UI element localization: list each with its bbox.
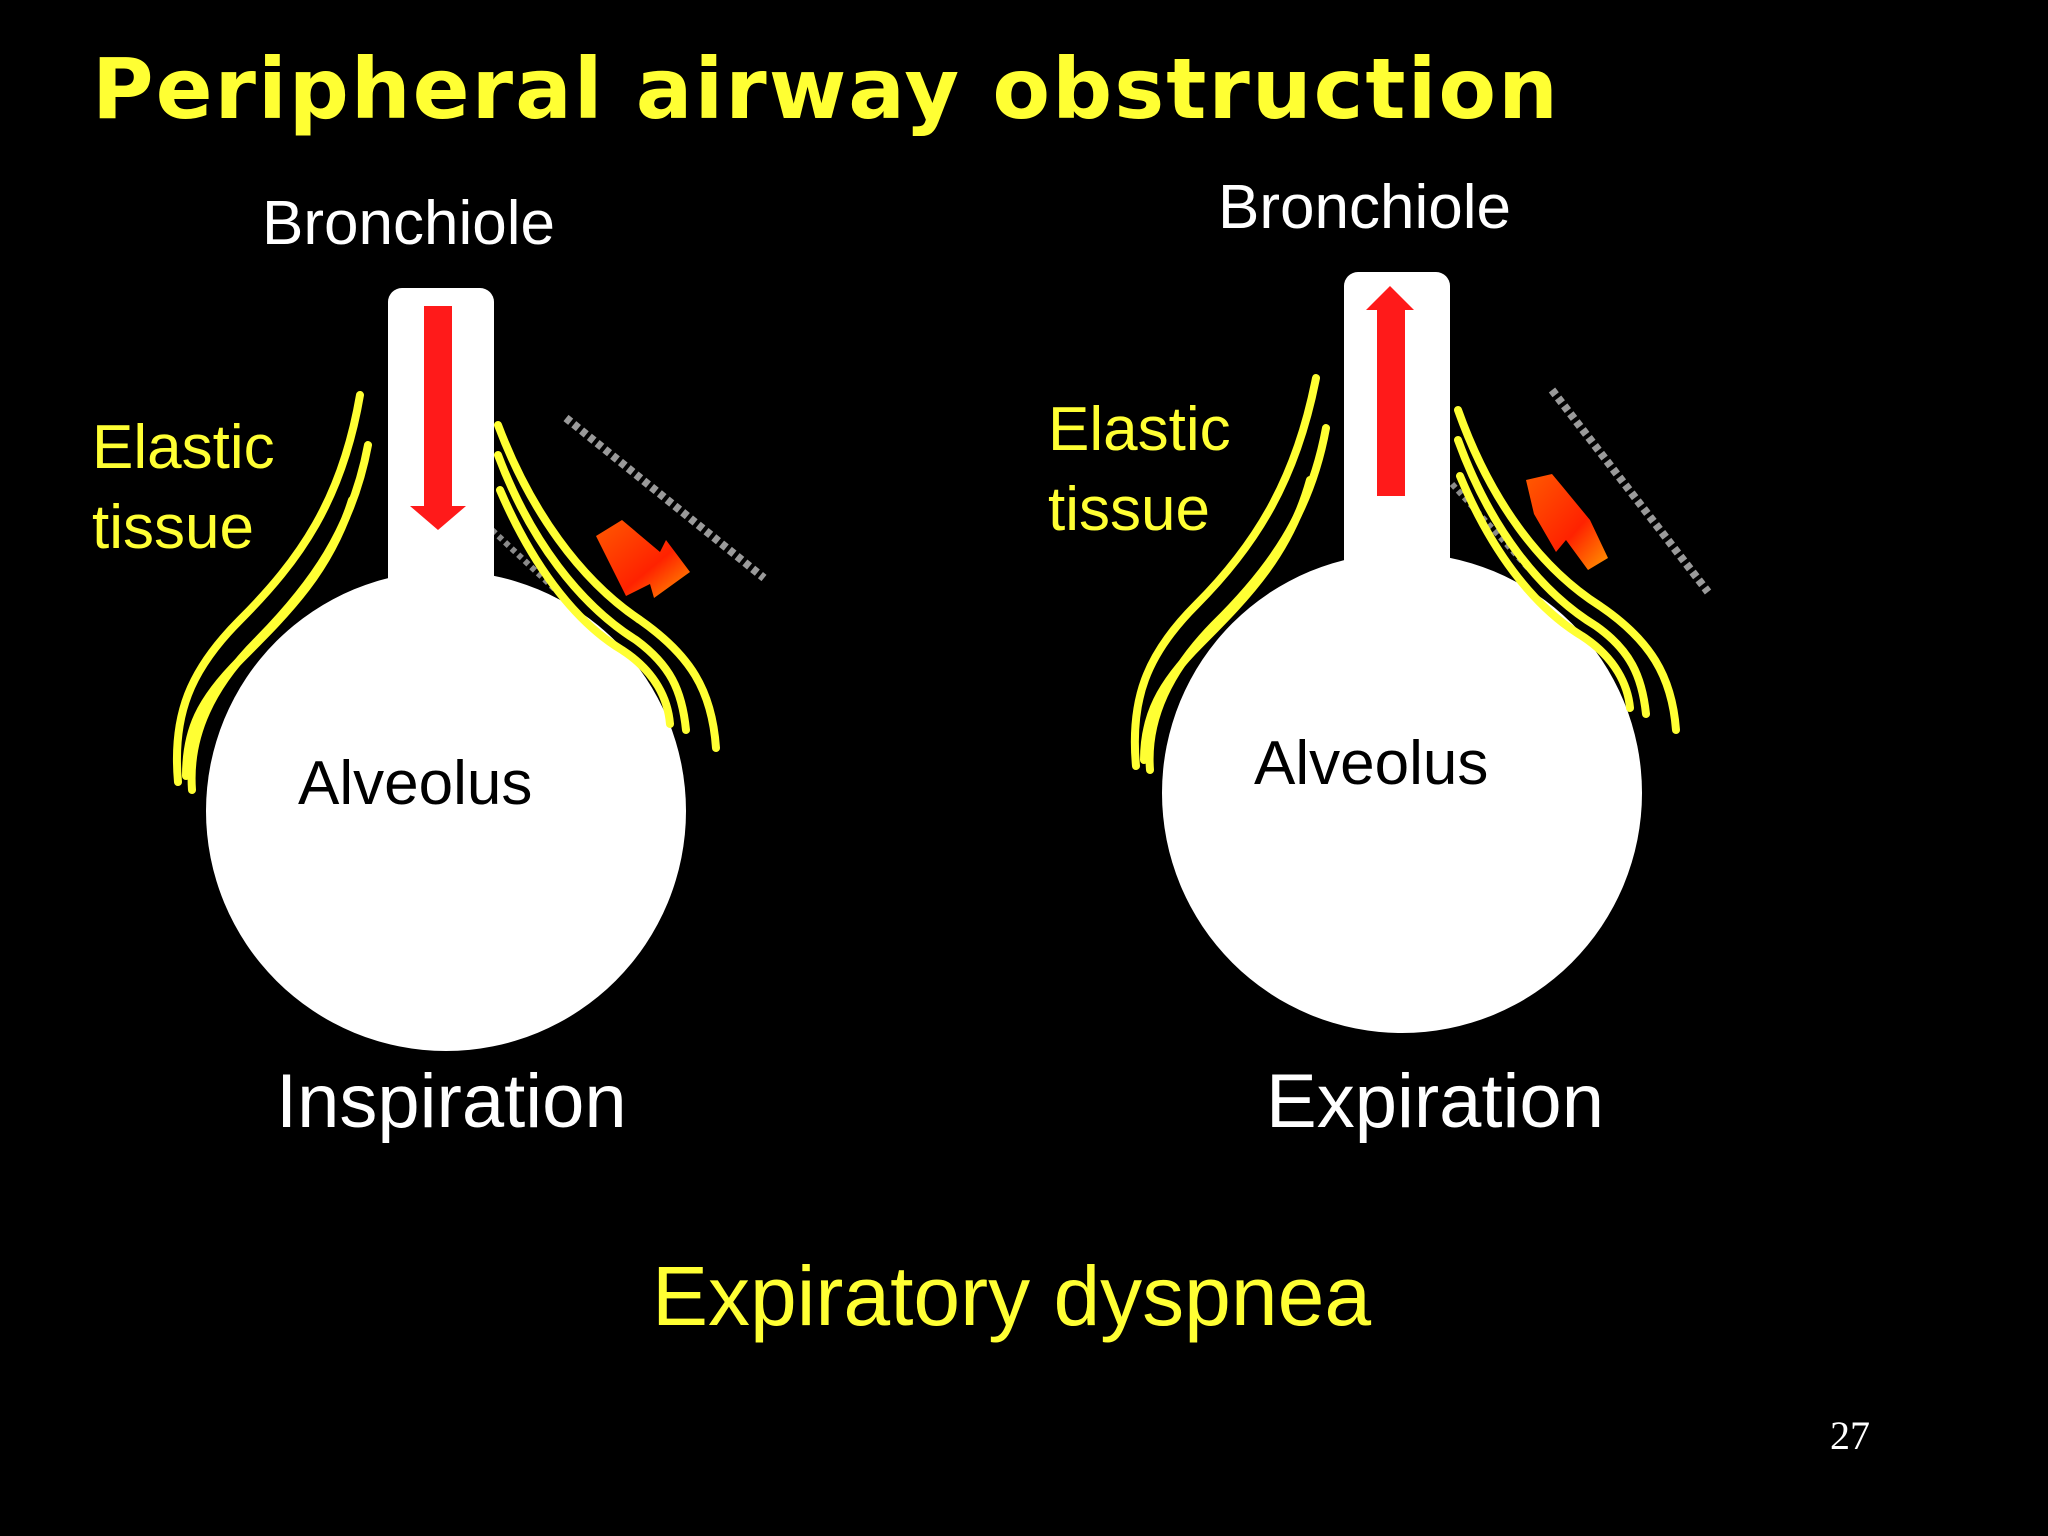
elastic-fibers-right xyxy=(1454,406,1680,734)
page-number: 27 xyxy=(1830,1413,1870,1458)
panel-inspiration xyxy=(172,288,767,1051)
alveolus-label: Alveolus xyxy=(1254,729,1489,798)
dashed-guide-line xyxy=(563,414,767,582)
bronchiole-label: Bronchiole xyxy=(262,189,555,258)
slide-title: Peripheral airway obstruction xyxy=(92,40,1560,138)
conclusion-text: Expiratory dyspnea xyxy=(652,1249,1372,1343)
elastic-tissue-label-line1: Elastic xyxy=(1048,395,1231,464)
alveolus-circle xyxy=(206,571,686,1051)
airflow-arrow-up xyxy=(1366,286,1414,496)
alveolus-circle xyxy=(1162,553,1642,1033)
elastic-fibers-left xyxy=(172,391,372,794)
elastic-tissue-label-line2: tissue xyxy=(1048,475,1210,544)
elastic-fibers-right xyxy=(494,421,720,752)
tissue-pull-arrow xyxy=(596,520,690,598)
panel-expiration xyxy=(1130,272,1712,1033)
bronchiole-label: Bronchiole xyxy=(1218,173,1511,242)
dashed-guide-line xyxy=(1449,481,1533,573)
airflow-arrow-down xyxy=(410,306,466,530)
tissue-push-arrow xyxy=(1526,474,1608,570)
dashed-guide-line xyxy=(1548,387,1712,595)
dashed-guide-line xyxy=(489,527,563,597)
elastic-fibers-left xyxy=(1130,374,1330,774)
elastic-tissue-label-line1: Elastic xyxy=(92,413,275,482)
phase-label-inspiration: Inspiration xyxy=(276,1059,627,1144)
phase-label-expiration: Expiration xyxy=(1266,1059,1604,1144)
alveolus-label: Alveolus xyxy=(298,749,533,818)
elastic-tissue-label-line2: tissue xyxy=(92,493,254,562)
